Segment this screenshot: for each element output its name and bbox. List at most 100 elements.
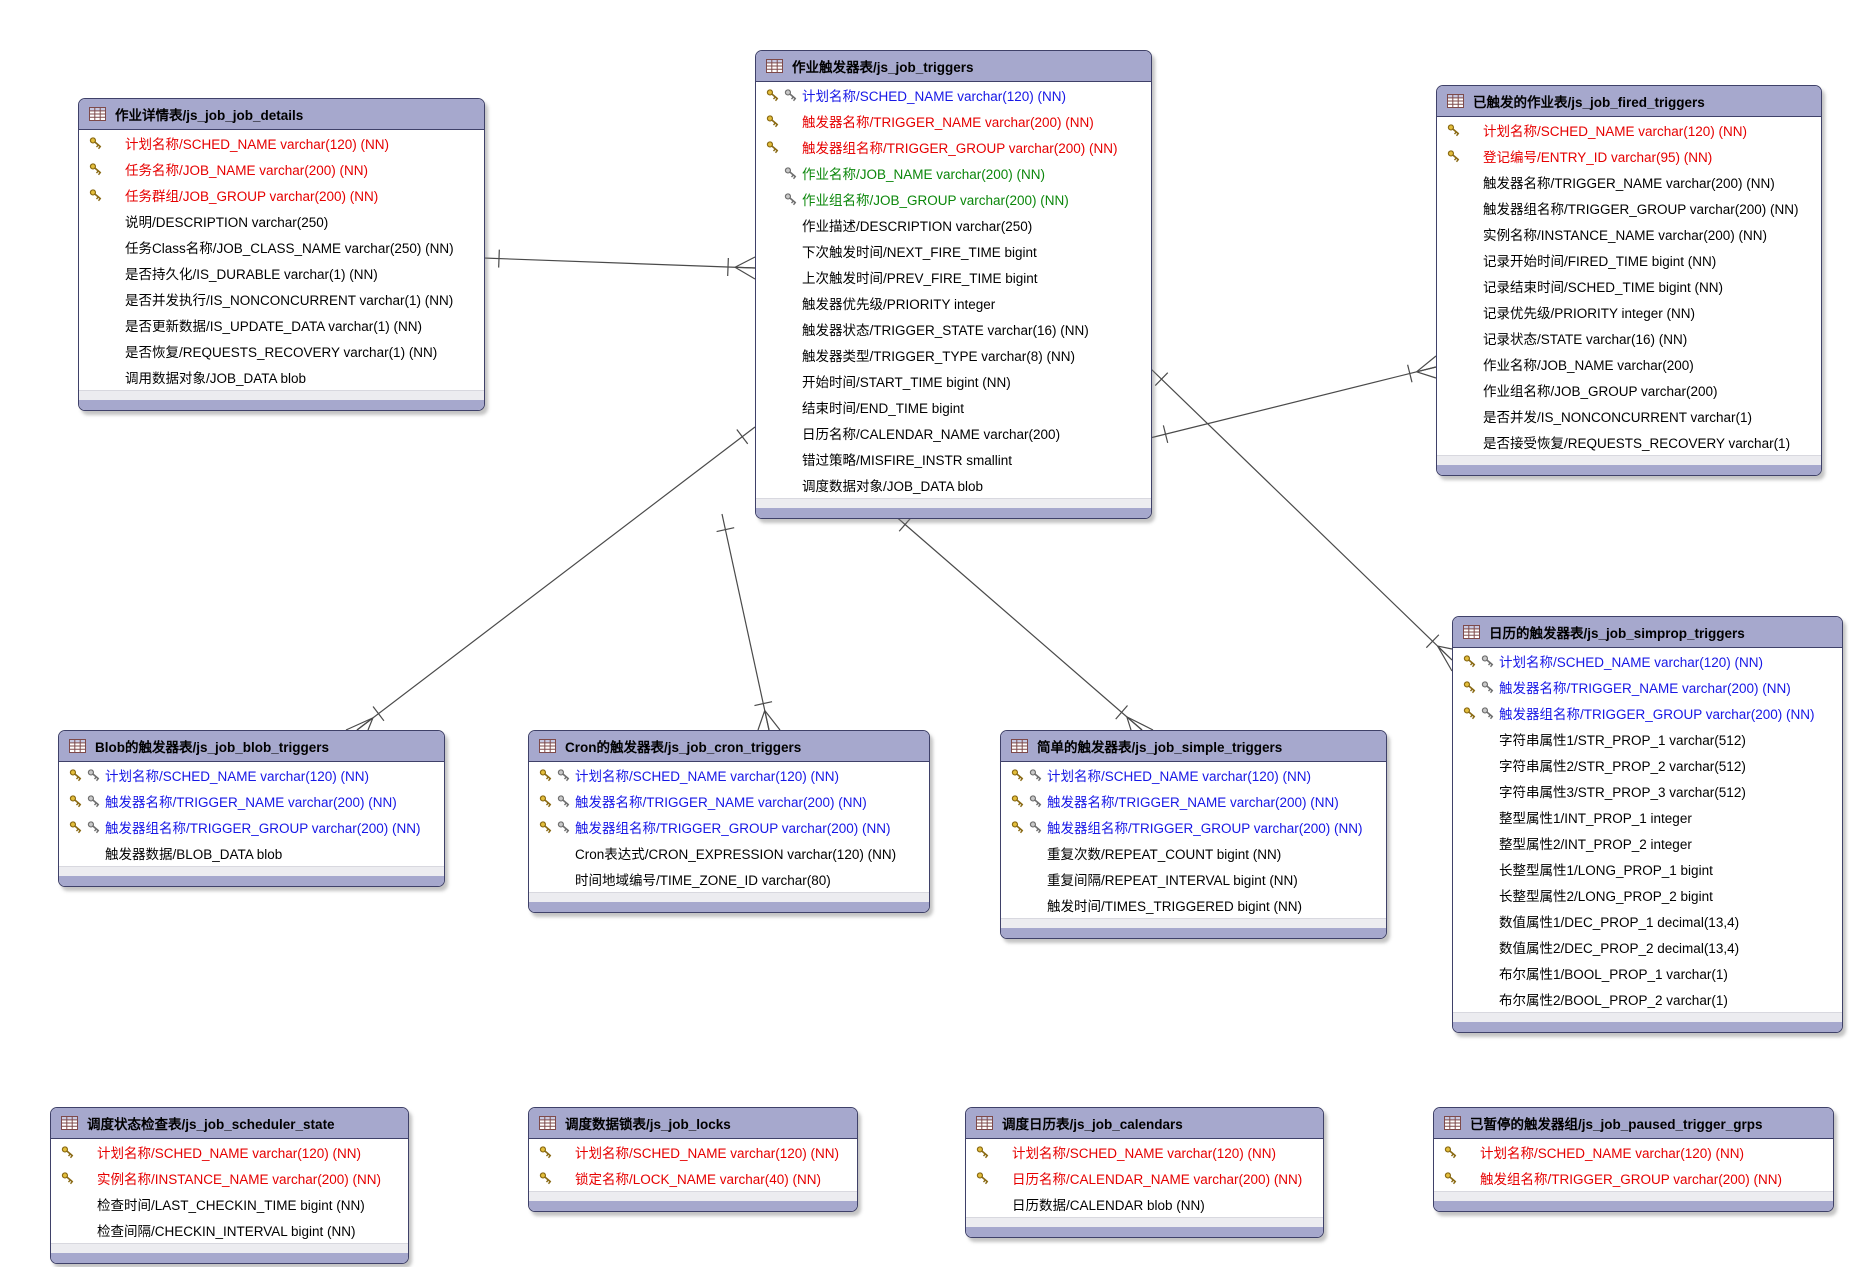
table-field-row[interactable]: 登记编号/ENTRY_ID varchar(95) (NN) [1437,143,1821,169]
table-field-row[interactable]: 日历数据/CALENDAR blob (NN) [966,1191,1323,1217]
table-field-row[interactable]: 触发器组名称/TRIGGER_GROUP varchar(200) (NN) [529,814,929,840]
table-field-row[interactable]: 触发器名称/TRIGGER_NAME varchar(200) (NN) [1001,788,1386,814]
table-field-row[interactable]: 是否更新数据/IS_UPDATE_DATA varchar(1) (NN) [79,312,484,338]
relationship-job_triggers-simple_triggers[interactable] [892,513,1154,731]
table-header[interactable]: 简单的触发器表/js_job_simple_triggers [1001,731,1386,762]
table-field-row[interactable]: 是否接受恢复/REQUESTS_RECOVERY varchar(1) [1437,429,1821,455]
relationship-job_details-job_triggers[interactable] [482,249,756,280]
table-header[interactable]: 作业触发器表/js_job_triggers [756,51,1151,82]
table-field-row[interactable]: 说明/DESCRIPTION varchar(250) [79,208,484,234]
table-field-row[interactable]: 布尔属性2/BOOL_PROP_2 varchar(1) [1453,986,1842,1012]
table-field-row[interactable]: 计划名称/SCHED_NAME varchar(120) (NN) [1434,1139,1833,1165]
table-header[interactable]: Blob的触发器表/js_job_blob_triggers [59,731,444,762]
table-field-row[interactable]: 是否恢复/REQUESTS_RECOVERY varchar(1) (NN) [79,338,484,364]
table-header[interactable]: 调度数据锁表/js_job_locks [529,1108,857,1139]
table-field-row[interactable]: 日历名称/CALENDAR_NAME varchar(200) [756,420,1151,446]
table-field-row[interactable]: 检查间隔/CHECKIN_INTERVAL bigint (NN) [51,1217,408,1243]
table-field-row[interactable]: 计划名称/SCHED_NAME varchar(120) (NN) [1453,648,1842,674]
table-header[interactable]: 调度日历表/js_job_calendars [966,1108,1323,1139]
table-field-row[interactable]: 时间地域编号/TIME_ZONE_ID varchar(80) [529,866,929,892]
table-field-row[interactable]: 触发器数据/BLOB_DATA blob [59,840,444,866]
table-field-row[interactable]: 触发器名称/TRIGGER_NAME varchar(200) (NN) [756,108,1151,134]
table-field-row[interactable]: 记录优先级/PRIORITY integer (NN) [1437,299,1821,325]
relationship-job_triggers-blob_triggers[interactable] [345,426,756,731]
table-field-row[interactable]: 长整型属性1/LONG_PROP_1 bigint [1453,856,1842,882]
table-field-row[interactable]: 是否并发执行/IS_NONCONCURRENT varchar(1) (NN) [79,286,484,312]
table-header[interactable]: 已触发的作业表/js_job_fired_triggers [1437,86,1821,117]
table-field-row[interactable]: 错过策略/MISFIRE_INSTR smallint [756,446,1151,472]
table-field-row[interactable]: 整型属性1/INT_PROP_1 integer [1453,804,1842,830]
table-field-row[interactable]: 长整型属性2/LONG_PROP_2 bigint [1453,882,1842,908]
table-field-row[interactable]: 任务Class名称/JOB_CLASS_NAME varchar(250) (N… [79,234,484,260]
table-field-row[interactable]: 记录结束时间/SCHED_TIME bigint (NN) [1437,273,1821,299]
table-field-row[interactable]: 字符串属性3/STR_PROP_3 varchar(512) [1453,778,1842,804]
table-field-row[interactable]: 记录状态/STATE varchar(16) (NN) [1437,325,1821,351]
table-field-row[interactable]: 字符串属性1/STR_PROP_1 varchar(512) [1453,726,1842,752]
table-field-row[interactable]: 计划名称/SCHED_NAME varchar(120) (NN) [1437,117,1821,143]
table-field-row[interactable]: 计划名称/SCHED_NAME varchar(120) (NN) [1001,762,1386,788]
table-field-row[interactable]: 触发时间/TIMES_TRIGGERED bigint (NN) [1001,892,1386,918]
table-field-row[interactable]: 字符串属性2/STR_PROP_2 varchar(512) [1453,752,1842,778]
table-field-row[interactable]: 检查时间/LAST_CHECKIN_TIME bigint (NN) [51,1191,408,1217]
table-field-row[interactable]: 开始时间/START_TIME bigint (NN) [756,368,1151,394]
table-field-row[interactable]: 作业描述/DESCRIPTION varchar(250) [756,212,1151,238]
table-field-row[interactable]: 数值属性2/DEC_PROP_2 decimal(13,4) [1453,934,1842,960]
table-field-row[interactable]: 实例名称/INSTANCE_NAME varchar(200) (NN) [51,1165,408,1191]
table-field-row[interactable]: 作业名称/JOB_NAME varchar(200) (NN) [756,160,1151,186]
table-field-row[interactable]: 计划名称/SCHED_NAME varchar(120) (NN) [966,1139,1323,1165]
table-field-row[interactable]: 触发器组名称/TRIGGER_GROUP varchar(200) (NN) [1453,700,1842,726]
table-header[interactable]: Cron的触发器表/js_job_cron_triggers [529,731,929,762]
table-field-row[interactable]: 触发器组名称/TRIGGER_GROUP varchar(200) (NN) [1001,814,1386,840]
table-header[interactable]: 已暂停的触发器组/js_job_paused_trigger_grps [1434,1108,1833,1139]
table-field-row[interactable]: 触发器状态/TRIGGER_STATE varchar(16) (NN) [756,316,1151,342]
table-field-row[interactable]: 触发器名称/TRIGGER_NAME varchar(200) (NN) [529,788,929,814]
relationship-job_triggers-fired_triggers[interactable] [1149,355,1437,444]
table-field-row[interactable]: 是否并发/IS_NONCONCURRENT varchar(1) [1437,403,1821,429]
table-field-row[interactable]: Cron表达式/CRON_EXPRESSION varchar(120) (NN… [529,840,929,866]
table-field-row[interactable]: 触发器名称/TRIGGER_NAME varchar(200) (NN) [1453,674,1842,700]
table-field-row[interactable]: 布尔属性1/BOOL_PROP_1 varchar(1) [1453,960,1842,986]
table-field-row[interactable]: 计划名称/SCHED_NAME varchar(120) (NN) [529,762,929,788]
table-field-row[interactable]: 触发器组名称/TRIGGER_GROUP varchar(200) (NN) [756,134,1151,160]
table-field-row[interactable]: 触发器优先级/PRIORITY integer [756,290,1151,316]
table-field-row[interactable]: 实例名称/INSTANCE_NAME varchar(200) (NN) [1437,221,1821,247]
table-field-row[interactable]: 整型属性2/INT_PROP_2 integer [1453,830,1842,856]
table-header[interactable]: 日历的触发器表/js_job_simprop_triggers [1453,617,1842,648]
table-field-row[interactable]: 调用数据对象/JOB_DATA blob [79,364,484,390]
table-field-row[interactable]: 触发器名称/TRIGGER_NAME varchar(200) (NN) [1437,169,1821,195]
table-field-row[interactable]: 下次触发时间/NEXT_FIRE_TIME bigint [756,238,1151,264]
table-field-row[interactable]: 作业名称/JOB_NAME varchar(200) [1437,351,1821,377]
table-field-row[interactable]: 触发器名称/TRIGGER_NAME varchar(200) (NN) [59,788,444,814]
table-field-row[interactable]: 触发器组名称/TRIGGER_GROUP varchar(200) (NN) [1437,195,1821,221]
table-field-row[interactable]: 任务名称/JOB_NAME varchar(200) (NN) [79,156,484,182]
table-field-row[interactable]: 任务群组/JOB_GROUP varchar(200) (NN) [79,182,484,208]
table-field-row[interactable]: 数值属性1/DEC_PROP_1 decimal(13,4) [1453,908,1842,934]
table-field-row[interactable]: 日历名称/CALENDAR_NAME varchar(200) (NN) [966,1165,1323,1191]
table-field-row[interactable]: 计划名称/SCHED_NAME varchar(120) (NN) [756,82,1151,108]
table-field-row[interactable]: 记录开始时间/FIRED_TIME bigint (NN) [1437,247,1821,273]
table-field-row[interactable]: 计划名称/SCHED_NAME varchar(120) (NN) [59,762,444,788]
table-field-row[interactable]: 触发器类型/TRIGGER_TYPE varchar(8) (NN) [756,342,1151,368]
table-field-row[interactable]: 作业组名称/JOB_GROUP varchar(200) [1437,377,1821,403]
table-field-row[interactable]: 计划名称/SCHED_NAME varchar(120) (NN) [51,1139,408,1165]
table-field-row[interactable]: 结束时间/END_TIME bigint [756,394,1151,420]
table-field-row[interactable]: 上次触发时间/PREV_FIRE_TIME bigint [756,264,1151,290]
table-field-row[interactable]: 是否持久化/IS_DURABLE varchar(1) (NN) [79,260,484,286]
table-field-row[interactable]: 计划名称/SCHED_NAME varchar(120) (NN) [79,130,484,156]
table-header[interactable]: 作业详情表/js_job_job_details [79,99,484,130]
relationship-job_triggers-cron_triggers[interactable] [716,513,781,731]
table-field-row[interactable]: 重复间隔/REPEAT_INTERVAL bigint (NN) [1001,866,1386,892]
table-field-row[interactable]: 触发器组名称/TRIGGER_GROUP varchar(200) (NN) [59,814,444,840]
table-field-row[interactable]: 计划名称/SCHED_NAME varchar(120) (NN) [529,1139,857,1165]
